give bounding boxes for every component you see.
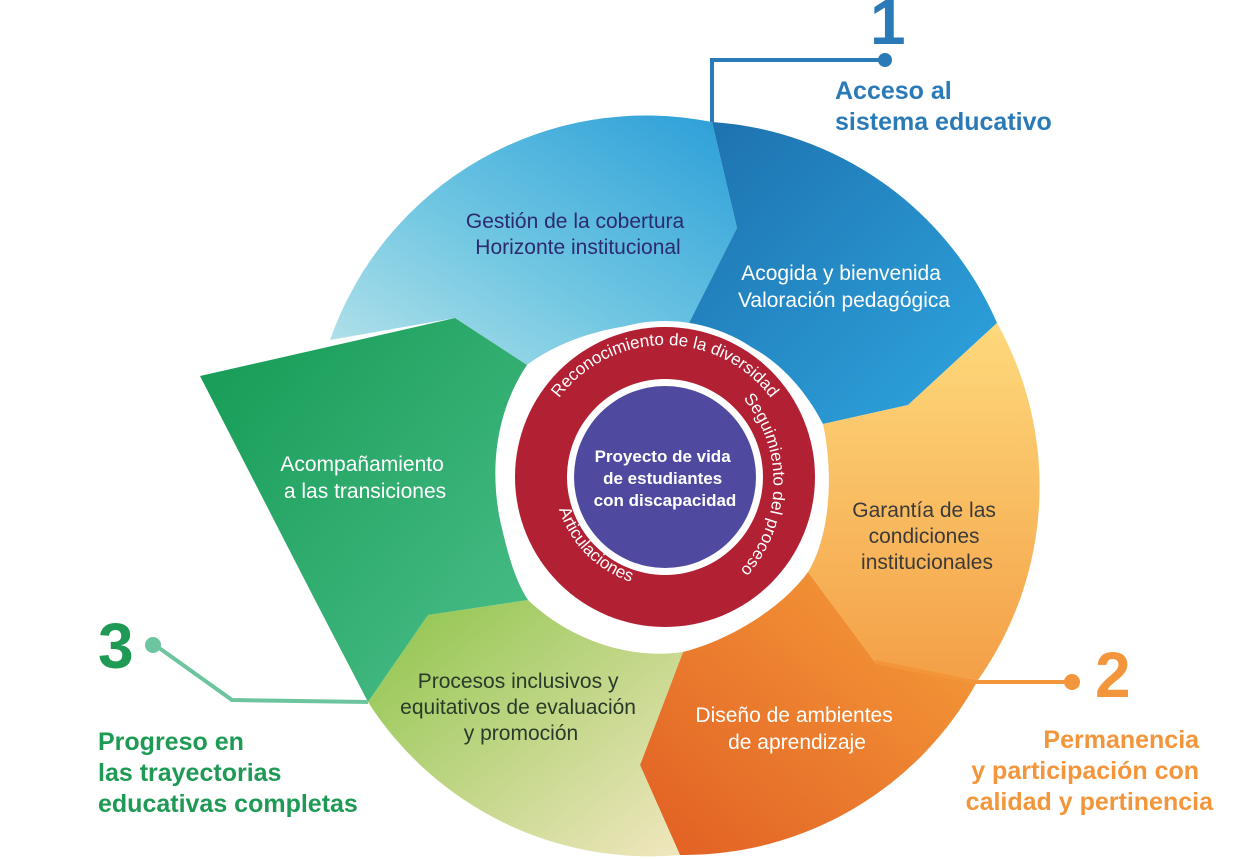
segment-conditions (808, 323, 1040, 680)
stage-2-connector (874, 660, 1072, 684)
segment-welcome (688, 122, 997, 424)
stage-1-connector (710, 58, 885, 122)
segment-coverage-label: Gestión de la cobertura Horizonte instit… (466, 210, 690, 259)
core-title: Proyecto de vida de estudiantes con disc… (594, 447, 737, 510)
segment-conditions-label: Garantía de las condiciones instituciona… (852, 499, 1001, 574)
segment-evaluation (368, 600, 683, 857)
segment-welcome-label: Acogida y bienvenida Valoración pedagógi… (738, 262, 950, 312)
stage-1-number: 1 (870, 0, 906, 58)
stage-2-dot (1064, 674, 1080, 690)
segment-environments-label: Diseño de ambientes de aprendizaje (695, 704, 898, 754)
segment-coverage (330, 115, 737, 365)
stage-3-number: 3 (98, 610, 134, 682)
segment-evaluation-label: Procesos inclusivos y equitativos de eva… (400, 670, 642, 745)
stage-1-title: Acceso al sistema educativo (835, 77, 1052, 136)
segment-environments (640, 572, 978, 856)
stage-2-title: Permanencia y participación con calidad … (966, 726, 1214, 816)
stage-3-dot (145, 637, 161, 653)
core-circle (574, 386, 756, 568)
segment-transitions-label: Acompañamiento a las transiciones (280, 453, 449, 503)
stage-3-connector (153, 643, 369, 704)
stage-1-dot (878, 53, 892, 67)
stage-3-title: Progreso en las trayectorias educativas … (98, 728, 358, 818)
stage-2-number: 2 (1095, 639, 1131, 711)
segment-transitions (200, 318, 528, 702)
